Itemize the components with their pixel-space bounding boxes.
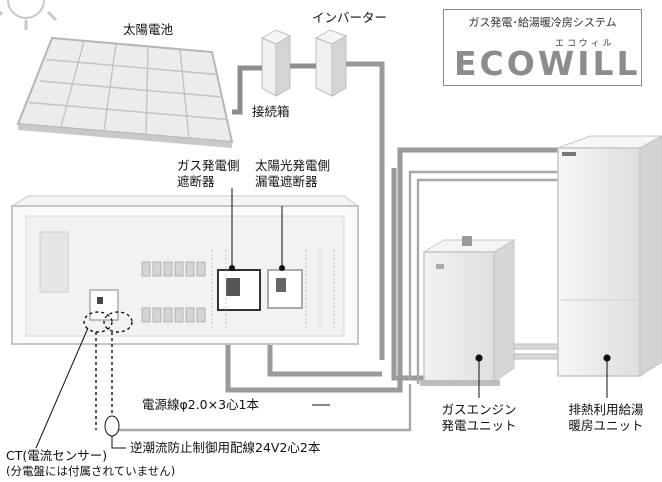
- label-gas-engine-2: 発電ユニット: [441, 418, 517, 433]
- label-exhaust-heat-2: 暖房ユニット: [568, 418, 644, 433]
- distribution-panel: [10, 188, 360, 449]
- ecowill-subtitle: ガス発電･給湯暖冷房システム: [468, 16, 617, 29]
- label-ct-2: (分電盤には付属されていません): [6, 464, 176, 478]
- solar-panel: [16, 36, 234, 148]
- ecowill-kana: エコウィル: [555, 39, 615, 49]
- label-gas-breaker-2: 遮断器: [177, 174, 215, 189]
- ecowill-logo: ガス発電･給湯暖冷房システム エコウィル ECOWILL: [443, 9, 642, 86]
- exhaust-heat-unit: [557, 135, 662, 398]
- label-control-cable: 逆潮流防止制御用配線24V2心2本: [130, 440, 321, 455]
- label-solar-panel: 太陽電池: [123, 22, 174, 37]
- junction-box: [260, 29, 292, 97]
- control-cable-clip: [104, 415, 126, 449]
- label-power-cable: 電源線φ2.0×3心1本: [142, 397, 260, 412]
- label-inverter: インバーター: [312, 10, 388, 25]
- gas-engine-unit: [420, 236, 561, 398]
- label-solar-breaker-1: 太陽光発電側: [255, 158, 331, 173]
- control-cable-lines: [110, 170, 558, 432]
- inverter-unit: [314, 29, 348, 97]
- ac-cable-inverter: [346, 61, 385, 360]
- label-gas-engine-1: ガスエンジン: [441, 402, 517, 417]
- label-exhaust-heat-1: 排熱利用給湯: [568, 402, 644, 417]
- label-ct-1: CT(電流センサー): [6, 448, 108, 463]
- label-gas-breaker-1: ガス発電側: [177, 158, 240, 173]
- dc-cables: [232, 63, 316, 115]
- label-solar-breaker-2: 漏電遮断器: [255, 174, 318, 189]
- label-junction-box: 接続箱: [252, 104, 290, 119]
- ecowill-wordmark: ECOWILL: [454, 44, 641, 83]
- sun-icon: [0, 0, 58, 30]
